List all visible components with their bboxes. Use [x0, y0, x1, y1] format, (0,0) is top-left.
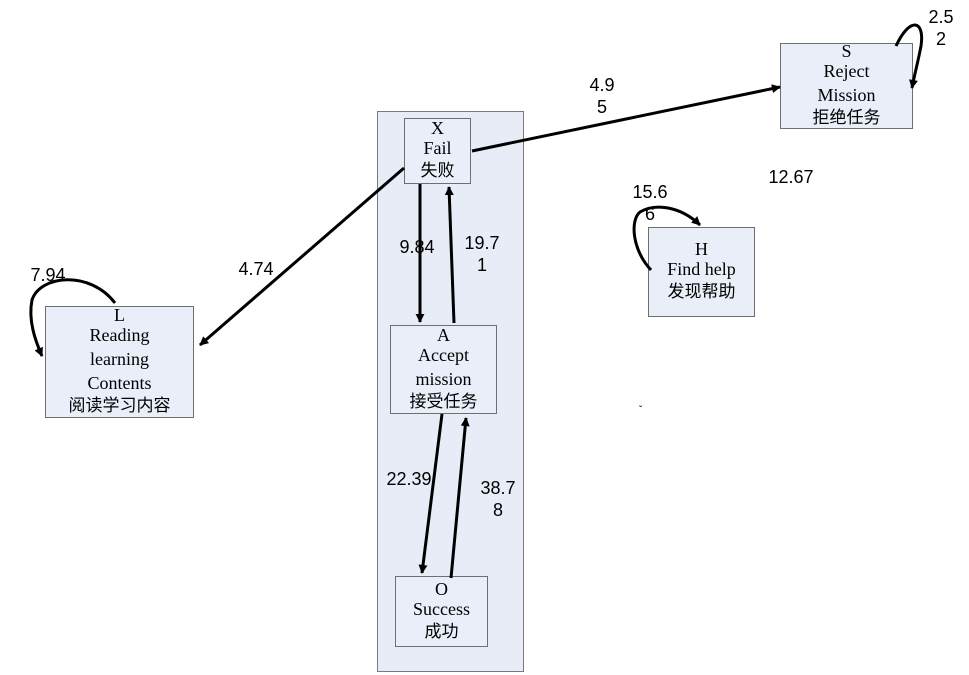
node-label-en: Accept mission [415, 344, 472, 389]
node-label-en: Fail [423, 138, 452, 158]
edge-label-accept-success: 22.39 [386, 469, 432, 489]
node-label-zh: 接受任务 [409, 391, 478, 412]
node-code: A [437, 324, 450, 345]
self-loop-label-reading: 7.94 [30, 265, 66, 285]
node-label-zh: 拒绝任务 [812, 108, 881, 128]
edge-label-fail-accept: 9.84 [399, 237, 435, 257]
node-code: O [435, 578, 448, 599]
node-success: O Success 成功 [395, 576, 488, 647]
self-loop-reject [894, 23, 924, 89]
node-accept-mission: A Accept mission 接受任务 [390, 325, 497, 414]
node-label-zh: 失败 [420, 161, 455, 181]
edge-label-fail-reading: 4.74 [238, 259, 274, 279]
node-reading-learning-contents: L Reading learning Contents 阅读学习内容 [45, 306, 194, 418]
floating-value-label: 12.67 [768, 167, 814, 187]
node-label-en: Find help [667, 259, 736, 279]
node-label-zh: 成功 [424, 621, 459, 642]
node-reject-mission: S Reject Mission 拒绝任务 [780, 41, 913, 129]
node-code: L [114, 305, 125, 325]
self-loop-find-help [632, 205, 702, 272]
stray-mark: ˇ [639, 404, 643, 416]
node-label-en: Reading learning Contents [87, 325, 152, 393]
edge-success-to-accept [449, 417, 470, 579]
node-code: H [695, 239, 708, 259]
node-label-zh: 发现帮助 [667, 282, 736, 302]
self-loop-reading [29, 278, 117, 357]
node-label-en: Success [413, 598, 470, 619]
edge-fail-to-reject [471, 84, 781, 153]
node-fail: X Fail 失败 [404, 118, 471, 184]
node-label-zh: 阅读学习内容 [68, 396, 171, 416]
edge-accept-to-success [418, 413, 444, 574]
node-find-help: H Find help 发现帮助 [648, 227, 755, 317]
node-code: S [841, 41, 852, 61]
edge-accept-to-fail [444, 186, 456, 324]
edge-fail-to-reading [199, 166, 405, 347]
node-label-en: Reject Mission [817, 61, 876, 105]
node-code: X [431, 118, 444, 138]
